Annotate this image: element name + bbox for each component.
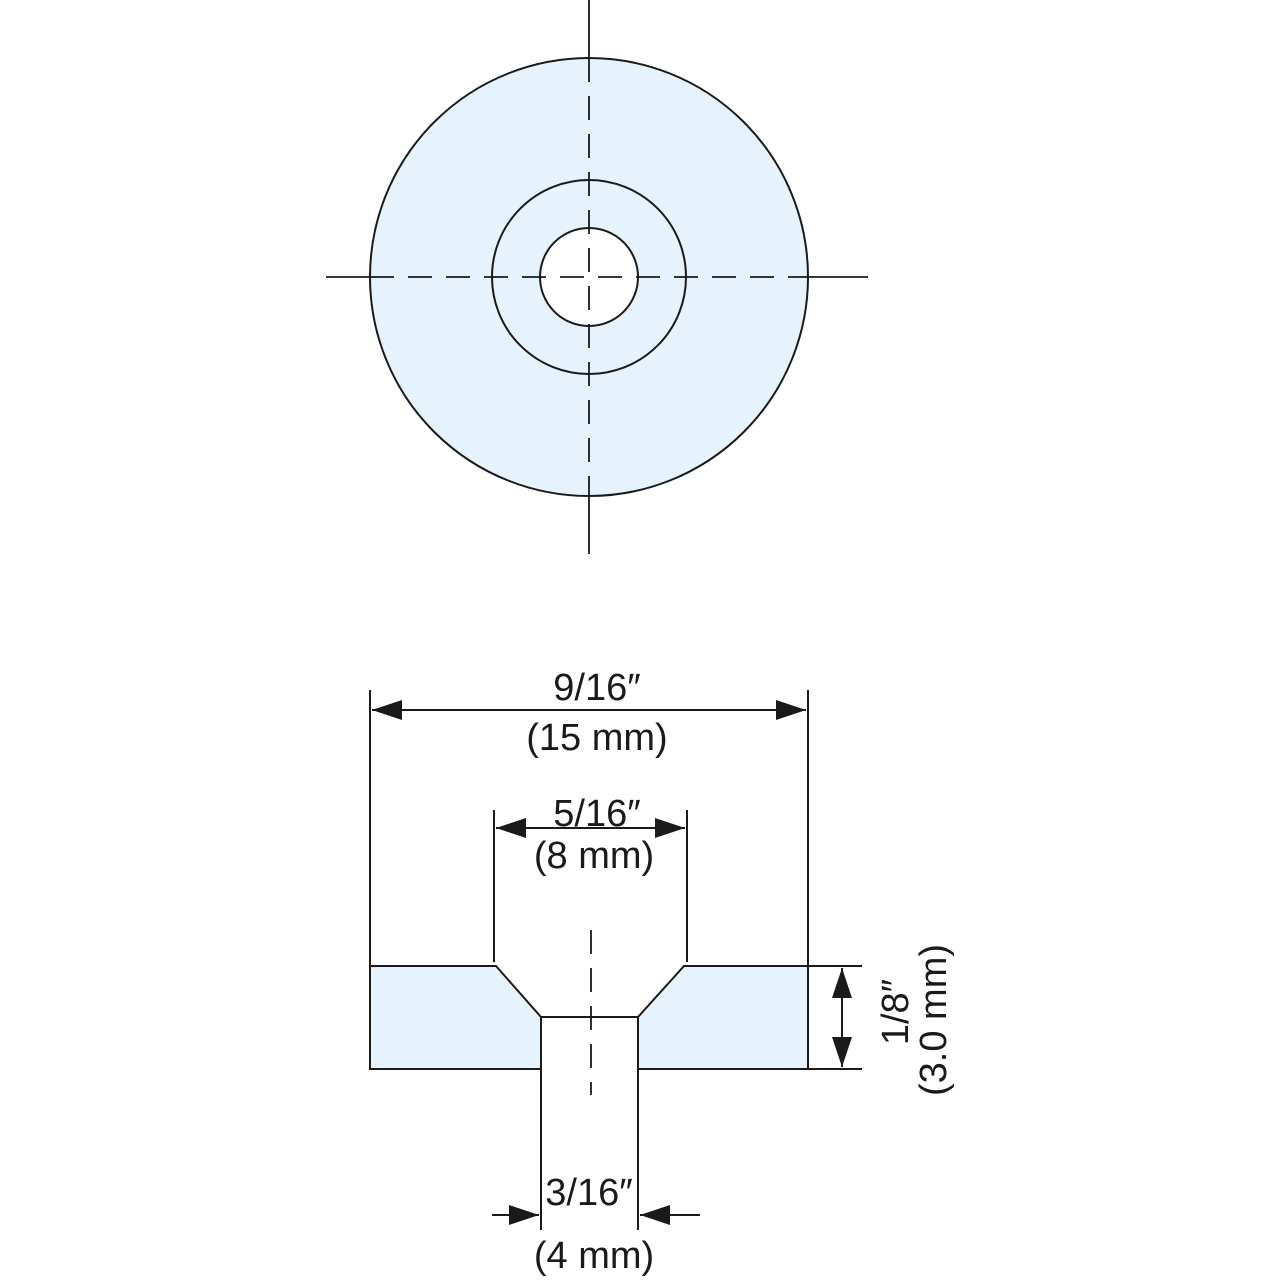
thickness-metric-label: (3.0 mm) — [913, 944, 955, 1096]
outer-diameter-metric-label: (15 mm) — [526, 717, 667, 759]
hole-imperial-label: 3/16″ — [545, 1172, 632, 1214]
section-right-body — [637, 965, 809, 1070]
thickness-arrow-bottom — [832, 1037, 852, 1067]
countersink-imperial-label: 5/16″ — [553, 793, 640, 835]
countersink-arrow-right — [655, 818, 685, 838]
thickness-imperial-label: 1/8″ — [875, 979, 917, 1045]
hole-arrow-left — [509, 1205, 539, 1225]
countersink-arrow-left — [496, 818, 526, 838]
section-view — [369, 690, 862, 1230]
outer-diameter-dimension: 9/16″ (15 mm) — [372, 667, 806, 759]
hole-diameter-dimension: 3/16″ (4 mm) — [492, 1172, 700, 1277]
top-view — [326, 0, 868, 554]
thickness-dimension: 1/8″ (3.0 mm) — [832, 944, 955, 1096]
outer-diameter-arrow-left — [372, 700, 402, 720]
outer-diameter-imperial-label: 9/16″ — [553, 667, 640, 709]
top-view-hole — [539, 227, 639, 327]
section-left-body — [369, 965, 542, 1070]
outer-diameter-arrow-right — [776, 700, 806, 720]
hole-metric-label: (4 mm) — [534, 1235, 654, 1277]
countersink-diameter-dimension: 5/16″ (8 mm) — [496, 793, 685, 877]
countersink-metric-label: (8 mm) — [534, 835, 654, 877]
thickness-arrow-top — [832, 968, 852, 998]
hole-arrow-right — [640, 1205, 670, 1225]
